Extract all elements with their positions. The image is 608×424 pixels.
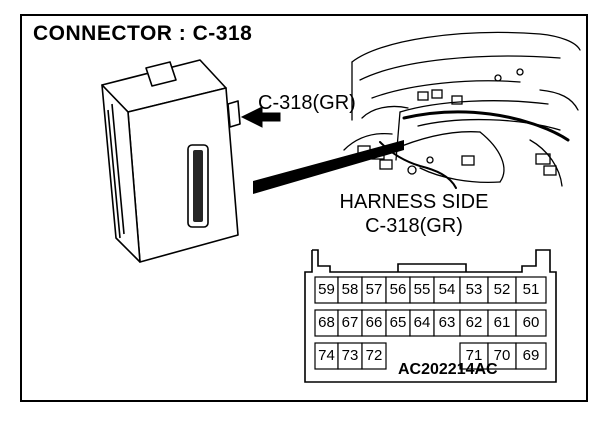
pin-cell	[459, 309, 489, 337]
pin-number: 60	[522, 314, 540, 331]
pin-number: 59	[318, 281, 335, 298]
connector-callout-label: C-318(GR)	[258, 92, 356, 114]
pin-number: 63	[438, 314, 456, 331]
pin-cell	[337, 276, 363, 304]
pin-cell	[433, 309, 461, 337]
pin-grid	[314, 276, 547, 370]
pin-number: 69	[522, 347, 540, 364]
pin-cell	[515, 276, 547, 304]
harness-side-title: HARNESS SIDE C-318(GR)	[324, 190, 504, 238]
pin-cell	[487, 309, 517, 337]
pin-number: 52	[493, 281, 511, 298]
dashboard-illustration	[343, 31, 581, 189]
pin-number: 70	[493, 347, 511, 364]
pin-cell	[361, 342, 387, 370]
pin-number: 51	[522, 281, 540, 298]
pin-number: 64	[413, 314, 431, 331]
pin-number: 61	[493, 314, 511, 331]
pin-cell	[361, 276, 387, 304]
pin-number: 57	[365, 281, 383, 298]
pin-number: 71	[465, 347, 483, 364]
pin-number: 72	[365, 347, 383, 364]
pin-number: 73	[341, 347, 359, 364]
pin-cell	[487, 342, 517, 370]
pin-cell	[487, 276, 517, 304]
harness-side-line1: HARNESS SIDE	[339, 191, 489, 213]
pin-number: 58	[341, 281, 359, 298]
pin-number: 74	[318, 347, 335, 364]
pin-number: 54	[438, 281, 456, 298]
figure-code: AC202214AC	[398, 361, 498, 378]
pin-number: 62	[465, 314, 483, 331]
pin-cell	[385, 309, 411, 337]
pin-cell	[515, 309, 547, 337]
pin-number: 53	[465, 281, 483, 298]
pin-number: 68	[318, 314, 335, 331]
pin-number: 56	[389, 281, 407, 298]
pin-cell	[515, 342, 547, 370]
ecu-module-illustration	[101, 59, 241, 263]
pin-number: 65	[389, 314, 407, 331]
diagram-title: CONNECTOR : C-318	[33, 22, 253, 45]
connector-arrow	[240, 106, 281, 128]
leader-wedge	[253, 140, 404, 194]
pin-cell	[433, 276, 461, 304]
pin-number: 55	[413, 281, 431, 298]
pin-number: 67	[341, 314, 359, 331]
harness-side-line2: C-318(GR)	[365, 215, 463, 237]
pin-number: 66	[365, 314, 383, 331]
